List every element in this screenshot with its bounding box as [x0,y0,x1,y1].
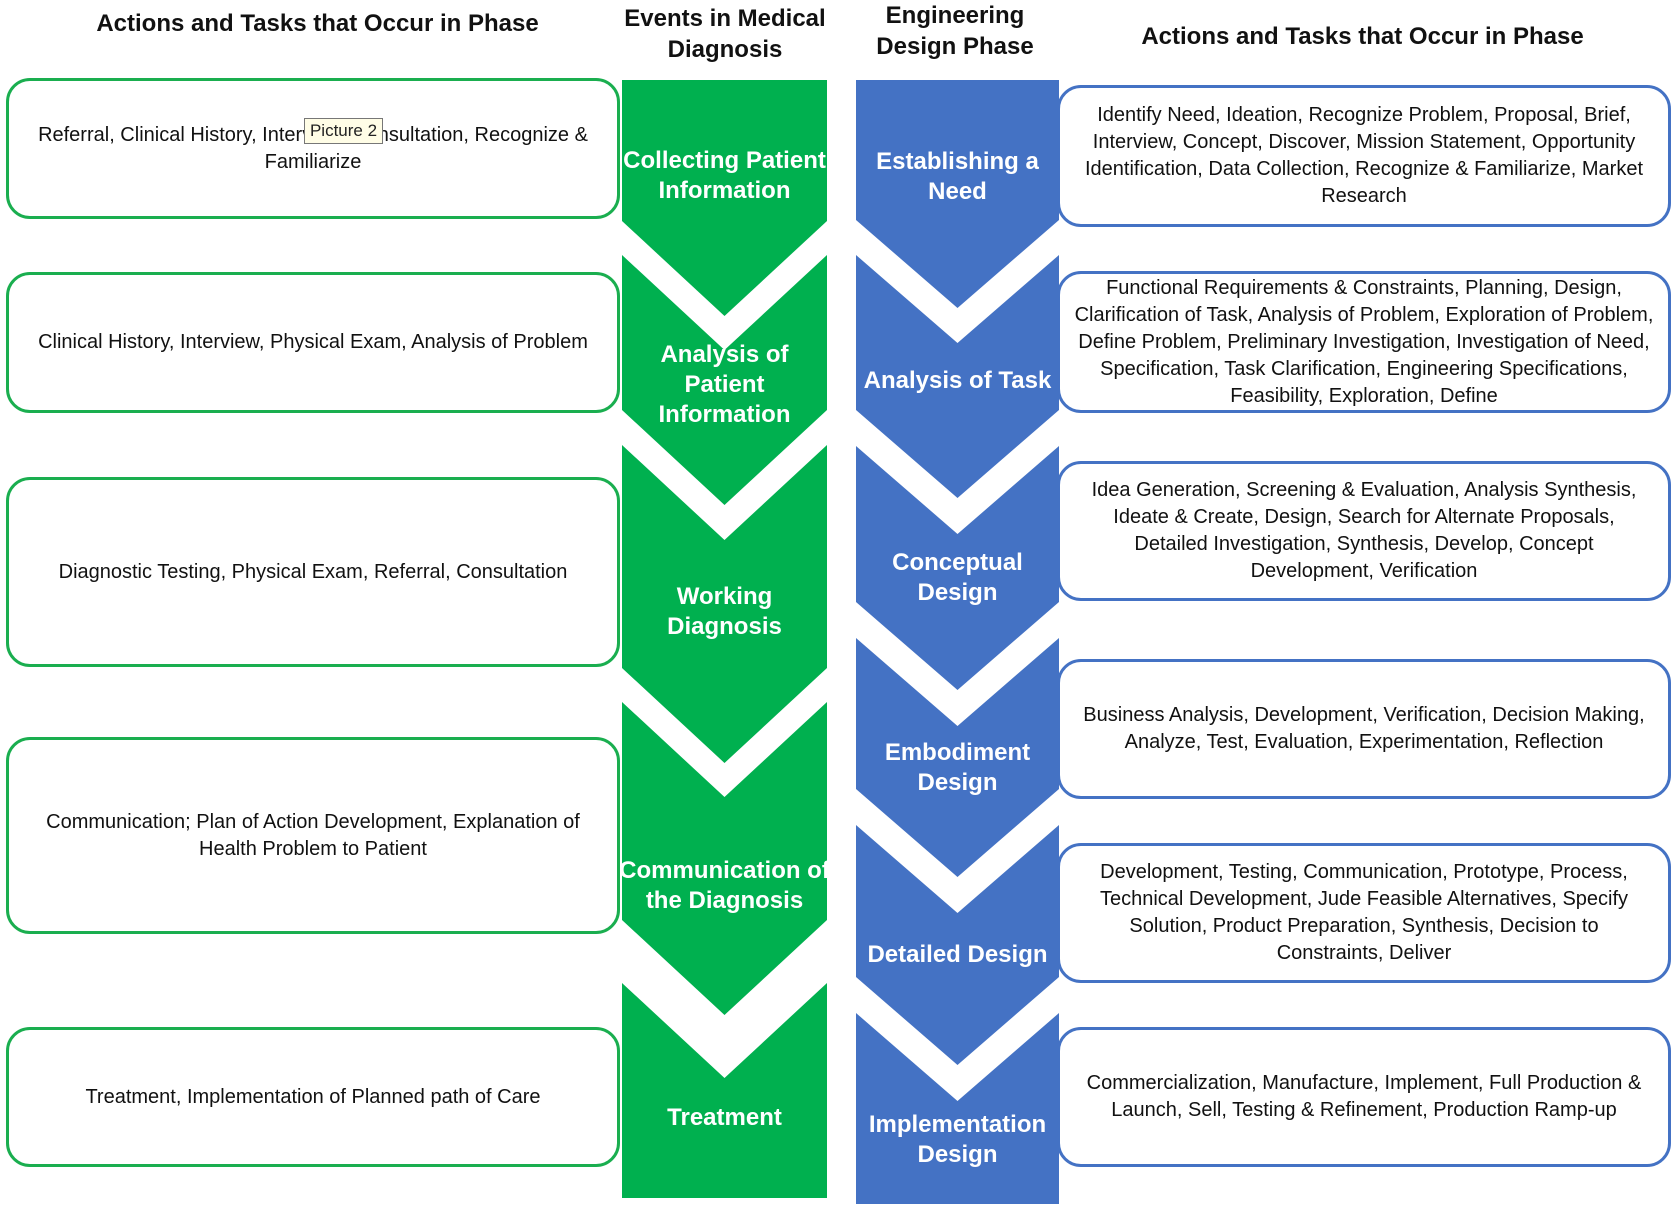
engineering-chevron [856,1013,1059,1204]
engineering-chevron [856,446,1059,690]
medical-task-text: Communication; Plan of Action Developmen… [46,810,580,860]
medical-phase-label: Treatment [667,1104,782,1131]
medical-task-box: Clinical History, Interview, Physical Ex… [6,272,620,413]
medical-task-box: Communication; Plan of Action Developmen… [6,737,620,934]
engineering-task-box: Business Analysis, Development, Verifica… [1057,659,1671,799]
medical-chevron [622,445,827,763]
engineering-task-box: Development, Testing, Communication, Pro… [1057,843,1671,983]
engineering-task-text: Idea Generation, Screening & Evaluation,… [1091,479,1637,582]
left-actions-header: Actions and Tasks that Occur in Phase [96,10,539,37]
engineering-phase-label: Analysis of Task [864,367,1052,394]
engineering-chevron [856,825,1059,1065]
medical-task-text: Clinical History, Interview, Physical Ex… [38,331,588,353]
engineering-task-box: Idea Generation, Screening & Evaluation,… [1057,461,1671,601]
medical-task-box: Treatment, Implementation of Planned pat… [6,1027,620,1167]
picture-tooltip: Picture 2 [304,118,383,144]
engineering-chevron [856,80,1059,308]
engineering-chevron [856,638,1059,877]
engineering-task-box: Commercialization, Manufacture, Implemen… [1057,1027,1671,1167]
engineering-task-text: Development, Testing, Communication, Pro… [1099,861,1629,964]
engineering-task-text: Business Analysis, Development, Verifica… [1083,704,1645,753]
medical-task-text: Treatment, Implementation of Planned pat… [85,1085,541,1108]
medical-task-text: Diagnostic Testing, Physical Exam, Refer… [58,560,568,583]
medical-task-box: Referral, Clinical History, Interview, C… [6,78,620,219]
right-actions-header: Actions and Tasks that Occur in Phase [1141,23,1584,50]
engineering-task-box: Functional Requirements & Constraints, P… [1057,271,1671,413]
engineering-phase-label: Detailed Design [867,941,1047,968]
medical-chevron [622,702,827,1015]
engineering-phase-header: Engineering Design Phase [876,2,1034,60]
engineering-task-text: Functional Requirements & Constraints, P… [1074,276,1654,407]
engineering-chevron [856,255,1059,498]
medical-task-box: Diagnostic Testing, Physical Exam, Refer… [6,477,620,667]
medical-events-header: Events in Medical Diagnosis [624,5,826,63]
engineering-task-text: Identify Need, Ideation, Recognize Probl… [1084,104,1644,207]
medical-chevron [622,80,827,316]
engineering-task-text: Commercialization, Manufacture, Implemen… [1086,1072,1642,1121]
medical-chevron [622,255,827,505]
medical-chevron [622,983,827,1198]
engineering-task-box: Identify Need, Ideation, Recognize Probl… [1057,85,1671,227]
